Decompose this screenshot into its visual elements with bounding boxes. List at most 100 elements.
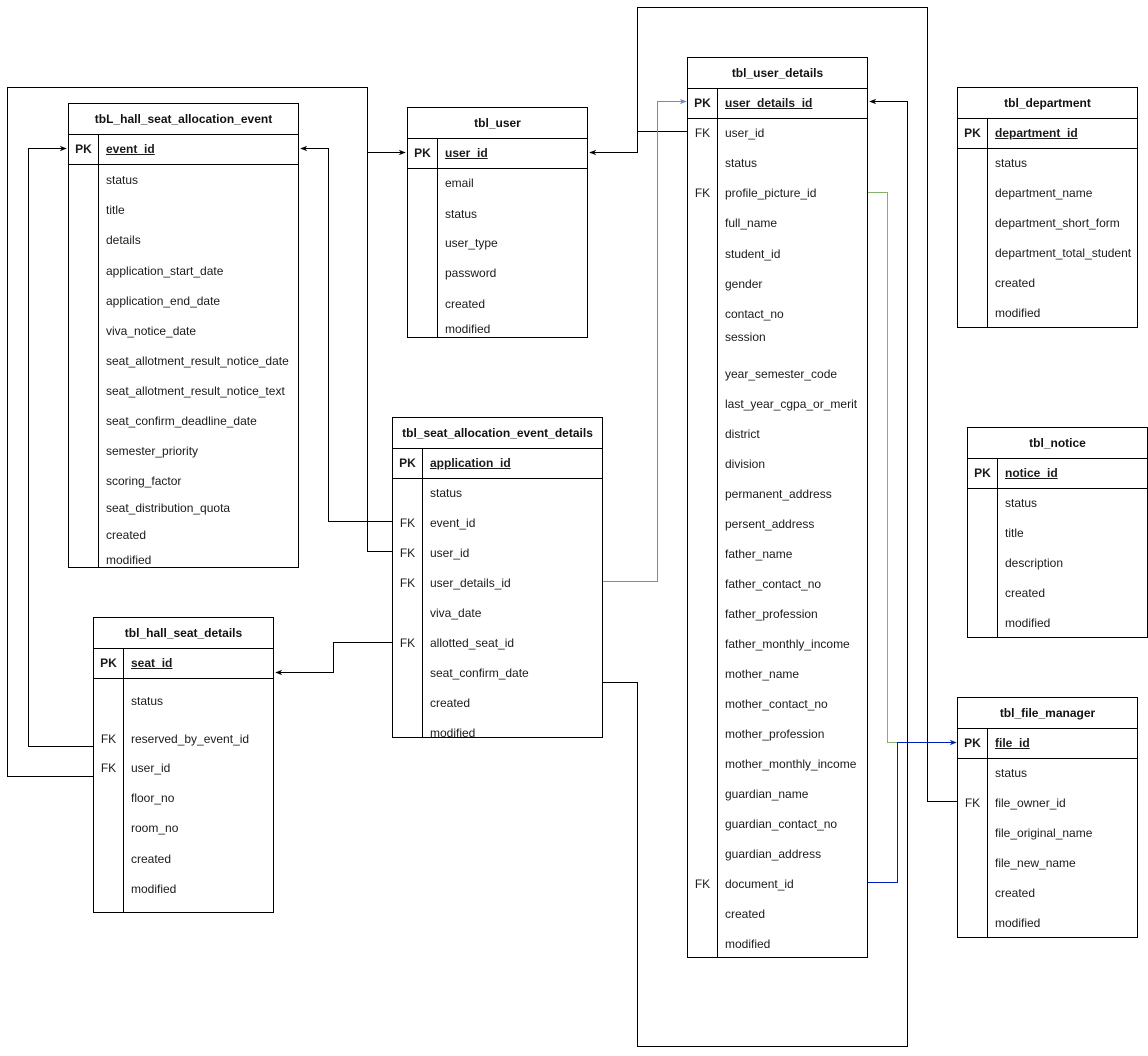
table-field[interactable]: department_short_form	[995, 216, 1120, 230]
table-field[interactable]: created	[995, 886, 1036, 900]
connector-document-id[interactable]	[868, 739, 957, 883]
table-field[interactable]: seat_distribution_quota	[106, 501, 231, 515]
table-field[interactable]: father_name	[725, 547, 793, 561]
table-field[interactable]: title	[106, 203, 125, 217]
table-field[interactable]: status	[995, 156, 1028, 170]
table-field[interactable]: application_end_date	[106, 294, 221, 308]
table-field[interactable]: persent_address	[725, 517, 815, 531]
table-field[interactable]: room_no	[131, 821, 179, 835]
table-field[interactable]: floor_no	[131, 791, 175, 805]
table-field[interactable]: modified	[1005, 616, 1051, 630]
table-field[interactable]: seat_allotment_result_notice_text	[106, 384, 285, 398]
table-field[interactable]: scoring_factor	[106, 474, 182, 488]
table-field[interactable]: status	[131, 694, 164, 708]
table-field[interactable]: viva_date	[430, 606, 482, 620]
table-field[interactable]: status	[106, 173, 139, 187]
table-field[interactable]: mother_contact_no	[725, 697, 828, 711]
table-field[interactable]: full_name	[725, 216, 778, 230]
table-field[interactable]: event_id	[430, 516, 476, 530]
table-field[interactable]: application_start_date	[106, 264, 224, 278]
table-field[interactable]: gender	[725, 277, 763, 291]
table-field[interactable]: modified	[106, 553, 152, 567]
table-field[interactable]: title	[1005, 526, 1024, 540]
table-field[interactable]: seat_confirm_deadline_date	[106, 414, 257, 428]
connector-file-owner-id[interactable]	[637, 7, 959, 802]
table-field[interactable]: user_id	[725, 126, 765, 140]
table-field[interactable]: department_name	[995, 186, 1093, 200]
table-field[interactable]: modified	[995, 306, 1041, 320]
table-field[interactable]: mother_monthly_income	[725, 757, 857, 771]
table-field[interactable]: modified	[131, 882, 177, 896]
connector-seat-reserved-by-event-id[interactable]	[28, 145, 95, 747]
connector-event-details-user-details-id[interactable]	[603, 98, 687, 582]
connector-profile-picture-id[interactable]	[868, 192, 898, 743]
table-field[interactable]: status	[1005, 496, 1038, 510]
table-field[interactable]: created	[1005, 586, 1046, 600]
table-field[interactable]: email	[445, 176, 474, 190]
table-field[interactable]: user_details_id	[430, 576, 511, 590]
table-field[interactable]: description	[1005, 556, 1064, 570]
connector-seat-user-id[interactable]	[7, 87, 406, 777]
table-field[interactable]: modified	[445, 322, 491, 336]
table-field[interactable]: file_original_name	[995, 826, 1093, 840]
connector-allotted-seat-id[interactable]	[275, 642, 393, 676]
table-field[interactable]: created	[430, 696, 471, 710]
table-field[interactable]: document_id	[725, 877, 794, 891]
table-field[interactable]: user_type	[445, 236, 498, 250]
table-field[interactable]: district	[725, 427, 760, 441]
table-field[interactable]: year_semester_code	[725, 367, 838, 381]
table-field[interactable]: guardian_name	[725, 787, 809, 801]
table-field[interactable]: reserved_by_event_id	[131, 732, 250, 746]
table-field[interactable]: user_id	[131, 761, 171, 775]
connector-event-details-event-id[interactable]	[300, 145, 393, 522]
table-field[interactable]: father_profession	[725, 607, 818, 621]
table-field[interactable]: division	[725, 457, 766, 471]
table-field[interactable]: status	[995, 766, 1028, 780]
table-field[interactable]: created	[995, 276, 1036, 290]
table-field[interactable]: password	[445, 266, 497, 280]
table-field[interactable]: status	[725, 156, 758, 170]
table-field[interactable]: status	[445, 207, 478, 221]
table-field[interactable]: profile_picture_id	[725, 186, 817, 200]
table-field[interactable]: father_monthly_income	[725, 637, 850, 651]
table-field[interactable]: mother_profession	[725, 727, 825, 741]
table-field[interactable]: created	[106, 528, 147, 542]
table-field[interactable]: created	[131, 852, 172, 866]
table-field[interactable]: department_total_student	[995, 246, 1132, 260]
table-field[interactable]: guardian_address	[725, 847, 822, 861]
table-field[interactable]: seat_confirm_date	[430, 666, 529, 680]
table-field[interactable]: student_id	[725, 247, 781, 261]
table-field[interactable]: mother_name	[725, 667, 800, 681]
table-field[interactable]: modified	[995, 916, 1041, 930]
table-field[interactable]: created	[725, 907, 766, 921]
connector-event-details-user-id[interactable]	[367, 152, 394, 552]
table-field[interactable]: allotted_seat_id	[430, 636, 515, 650]
table-field[interactable]: created	[445, 297, 486, 311]
table-field[interactable]: user_id	[430, 546, 470, 560]
table-field[interactable]: permanent_address	[725, 487, 832, 501]
connector-seat-confirm-loop[interactable]	[603, 98, 908, 1047]
table-field[interactable]: contact_no	[725, 307, 784, 321]
table-field[interactable]: status	[430, 486, 463, 500]
connector-user-details-user-id[interactable]	[589, 131, 688, 156]
table-field[interactable]: last_year_cgpa_or_merit	[725, 397, 858, 411]
table-field[interactable]: seat_allotment_result_notice_date	[106, 354, 289, 368]
table-field[interactable]: file_owner_id	[995, 796, 1066, 810]
table-field[interactable]: details	[106, 233, 141, 247]
